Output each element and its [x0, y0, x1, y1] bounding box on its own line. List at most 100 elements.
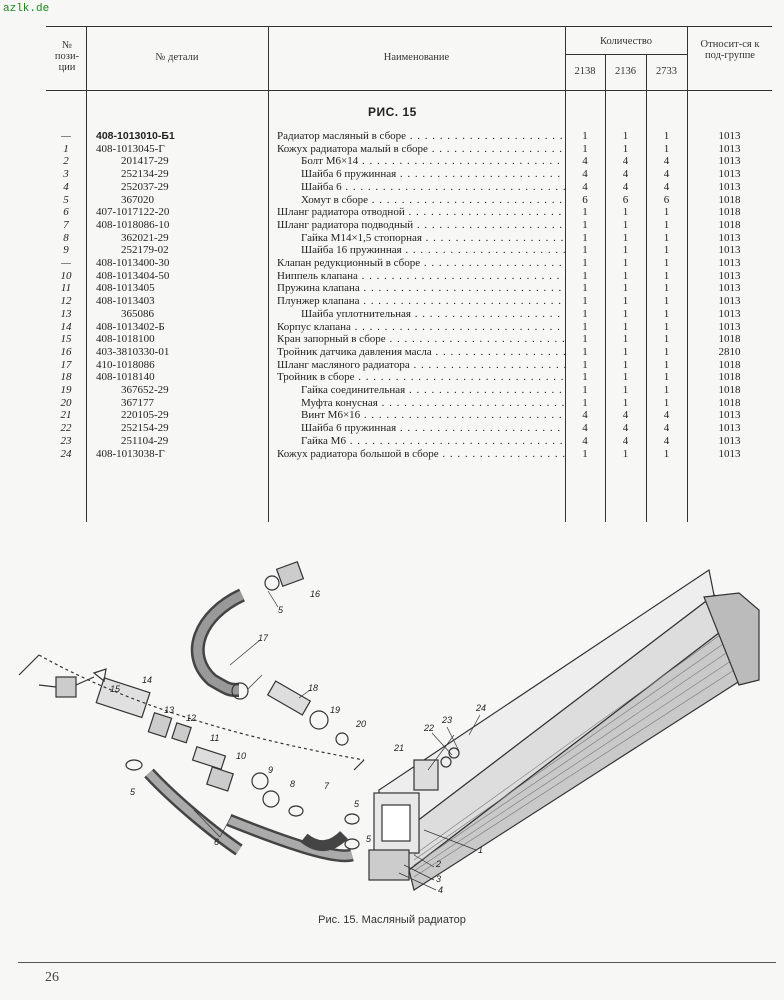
- header-pos: № пози-ции: [54, 40, 80, 73]
- group-cell: 1018: [718, 206, 741, 219]
- name-cell: Шланг радиатора подводный: [277, 219, 565, 232]
- name-cell: Шайба 6 пружинная: [301, 422, 565, 435]
- name-cell: Гайка М6: [301, 435, 565, 448]
- qty-2138-cell: 4: [582, 434, 588, 447]
- callout-label: 16: [310, 589, 320, 599]
- name-cell: Тройник датчика давления масла: [277, 346, 565, 359]
- qty-2136-cell: 4: [622, 180, 629, 193]
- parts-table: № пози-ции № детали Наименование Количес…: [46, 26, 772, 522]
- pos-cell: —: [61, 257, 71, 269]
- pos-cell: —: [61, 130, 71, 142]
- part-number-cell: 252134-29: [121, 168, 169, 181]
- qty-2136-cell: 1: [622, 358, 629, 371]
- group-cell: 1013: [718, 307, 741, 320]
- qty-2136-cell: 1: [622, 269, 629, 282]
- header-q1: 2138: [574, 66, 596, 77]
- qty-2136-cell: 4: [622, 155, 629, 168]
- group-cell: 1013: [718, 447, 741, 460]
- name-cell: Тройник в сборе: [277, 371, 565, 384]
- name-cell: Шайба 6 пружинная: [301, 168, 565, 181]
- part-number-cell: 252179-02: [121, 244, 169, 257]
- qty-2733-cell: 1: [663, 371, 670, 384]
- qty-2136-cell: 1: [622, 307, 629, 320]
- callout-label: 2: [435, 859, 441, 869]
- qty-sub-rule: [565, 54, 687, 55]
- qty-2138-cell: 1: [582, 447, 588, 460]
- qty-2136-cell: 1: [622, 218, 629, 231]
- pos-cell: 12: [60, 295, 72, 308]
- group-cell: 1018: [718, 193, 741, 206]
- qty-2136-cell: 1: [622, 333, 629, 346]
- group-cell: 1018: [718, 371, 741, 384]
- callout-label: 5: [130, 787, 136, 797]
- group-cell: 1018: [718, 384, 741, 396]
- pos-cell: 14: [60, 320, 72, 333]
- qty-2733-cell: 1: [663, 295, 670, 308]
- callout-label: 3: [436, 874, 441, 884]
- qty-2138-cell: 4: [582, 409, 588, 422]
- callout-label: 4: [438, 885, 443, 895]
- part-number-cell: 408-1013402-Б: [96, 320, 165, 333]
- qty-2136-cell: 1: [622, 320, 629, 333]
- pos-cell: 20: [60, 396, 72, 409]
- group-cell: 1013: [718, 155, 741, 168]
- qty-2733-cell: 1: [663, 218, 670, 231]
- qty-2733-cell: 1: [663, 307, 670, 320]
- name-cell: Винт М6×16: [301, 409, 565, 422]
- part-number-cell: 365086: [121, 307, 154, 320]
- col-divider-pos: [86, 26, 87, 522]
- callout-label: 19: [330, 705, 340, 715]
- pos-cell: 13: [60, 307, 72, 320]
- pos-cell: 19: [60, 384, 72, 396]
- qty-2136-cell: 1: [622, 295, 629, 308]
- pos-cell: 4: [63, 180, 69, 193]
- qty-2136-cell: 4: [622, 434, 629, 447]
- callout-label: 18: [308, 683, 318, 693]
- qty-2733-cell: 1: [663, 206, 670, 219]
- group-cell: 1013: [718, 130, 741, 142]
- group-cell: 1013: [718, 231, 741, 244]
- group-cell: 1013: [718, 320, 741, 333]
- callout-label: 5: [354, 799, 360, 809]
- pos-cell: 7: [63, 218, 69, 231]
- qty-2733-cell: 1: [663, 244, 670, 257]
- qty-2138-cell: 4: [582, 422, 588, 435]
- part-number-cell: 220105-29: [121, 409, 169, 422]
- part-number-cell: 362021-29: [121, 231, 169, 244]
- name-cell: Гайка М14×1,5 стопорная: [301, 232, 565, 245]
- group-cell: 1018: [718, 333, 741, 346]
- qty-2136-cell: 1: [622, 231, 629, 244]
- qty-2136-cell: 1: [622, 345, 629, 358]
- qty-2138-cell: 1: [582, 384, 588, 396]
- name-cell: Шланг радиатора отводной: [277, 206, 565, 219]
- qty-2138-cell: 4: [582, 168, 588, 181]
- qty-2138-cell: 1: [582, 282, 588, 295]
- col-divider-name: [565, 26, 566, 522]
- group-cell: 1013: [718, 168, 741, 181]
- group-cell: 1013: [718, 269, 741, 282]
- part-number-cell: 252154-29: [121, 422, 169, 435]
- part-number-cell: 408-1013404-50: [96, 269, 170, 282]
- qty-2136-cell: 1: [622, 257, 629, 269]
- qty-2138-cell: 4: [582, 180, 588, 193]
- callout-label: 8: [290, 779, 295, 789]
- qty-2138-cell: 1: [582, 295, 588, 308]
- qty-2733-cell: 1: [663, 345, 670, 358]
- qty-2733-cell: 4: [663, 168, 670, 181]
- qty-2733-cell: 4: [663, 409, 670, 422]
- callout-label: 1: [478, 845, 483, 855]
- callout-label: 5: [278, 605, 284, 615]
